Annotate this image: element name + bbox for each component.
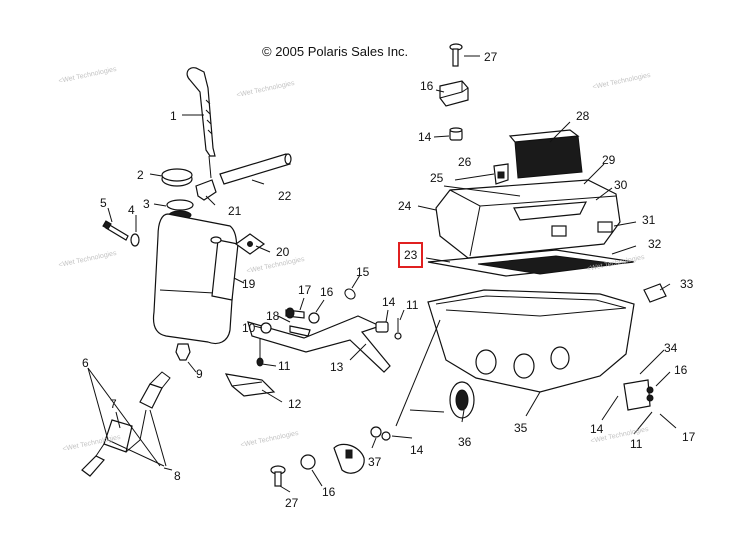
callout-15[interactable]: 15 bbox=[356, 265, 370, 279]
fastener-11-part bbox=[394, 318, 402, 340]
callout-18[interactable]: 18 bbox=[266, 309, 280, 323]
callout-14-right[interactable]: 14 bbox=[590, 422, 604, 436]
callout-37[interactable]: 37 bbox=[368, 455, 382, 469]
callout-22[interactable]: 22 bbox=[278, 189, 292, 203]
boot-36-part bbox=[449, 381, 475, 419]
callout-17-mid[interactable]: 17 bbox=[298, 283, 312, 297]
latch-33-part bbox=[643, 283, 667, 303]
callout-23-highlighted[interactable]: 23 bbox=[398, 242, 424, 268]
callout-16-mid[interactable]: 16 bbox=[320, 285, 334, 299]
callout-16-right[interactable]: 16 bbox=[674, 363, 688, 377]
bracket-20-part bbox=[234, 233, 266, 255]
drain-assembly-6-7-8-part bbox=[81, 371, 171, 477]
callout-16-top[interactable]: 16 bbox=[420, 79, 434, 93]
fitting-21-part bbox=[195, 179, 217, 201]
callout-33[interactable]: 33 bbox=[680, 277, 694, 291]
callout-17-right[interactable]: 17 bbox=[682, 430, 696, 444]
callout-10[interactable]: 10 bbox=[242, 321, 256, 335]
bracket-13-part bbox=[247, 315, 391, 373]
callout-1[interactable]: 1 bbox=[170, 109, 177, 123]
callout-6[interactable]: 6 bbox=[82, 356, 89, 370]
callout-5[interactable]: 5 bbox=[100, 196, 107, 210]
drain-9-part bbox=[175, 343, 191, 361]
bolts-17-16-18-part bbox=[285, 307, 320, 337]
callout-27-bottom[interactable]: 27 bbox=[285, 496, 299, 510]
callout-9[interactable]: 9 bbox=[196, 367, 203, 381]
callout-11-right[interactable]: 11 bbox=[630, 437, 643, 451]
callout-30[interactable]: 30 bbox=[614, 178, 628, 192]
bracket-34-part bbox=[623, 379, 654, 411]
callout-14-top[interactable]: 14 bbox=[418, 130, 432, 144]
callout-16-bottom[interactable]: 16 bbox=[322, 485, 336, 499]
callout-36[interactable]: 36 bbox=[458, 435, 472, 449]
bottom-screw-27-16-part bbox=[270, 443, 365, 487]
callout-8[interactable]: 8 bbox=[174, 469, 181, 483]
callout-32[interactable]: 32 bbox=[648, 237, 662, 251]
callout-29[interactable]: 29 bbox=[602, 153, 616, 167]
callout-26[interactable]: 26 bbox=[458, 155, 472, 169]
callout-28[interactable]: 28 bbox=[576, 109, 590, 123]
vent-hose-1-part bbox=[186, 67, 216, 179]
copyright-notice: © 2005 Polaris Sales Inc. bbox=[262, 44, 409, 59]
fastener-37-part bbox=[370, 426, 391, 441]
airbox-base-35-part bbox=[427, 289, 635, 393]
callout-20[interactable]: 20 bbox=[276, 245, 290, 259]
callout-12[interactable]: 12 bbox=[288, 397, 302, 411]
grommet-14-top-part bbox=[449, 127, 463, 141]
callout-31[interactable]: 31 bbox=[642, 213, 656, 227]
callout-19[interactable]: 19 bbox=[242, 277, 256, 291]
callout-35[interactable]: 35 bbox=[514, 421, 528, 435]
callout-25[interactable]: 25 bbox=[430, 171, 444, 185]
callout-4[interactable]: 4 bbox=[128, 203, 135, 217]
callout-27-top[interactable]: 27 bbox=[484, 50, 498, 64]
callout-21[interactable]: 21 bbox=[228, 204, 242, 218]
clip-16-top-part bbox=[439, 80, 469, 107]
screw-27-top-part bbox=[449, 43, 463, 67]
cap-2-part bbox=[161, 168, 193, 187]
air-filter-32-part bbox=[427, 249, 635, 277]
callout-2[interactable]: 2 bbox=[137, 168, 144, 182]
callout-11-mid[interactable]: 11 bbox=[406, 298, 419, 312]
clip-15-part bbox=[344, 288, 356, 300]
callout-14-bottom[interactable]: 14 bbox=[410, 443, 424, 457]
reservoir-tank-19-part bbox=[152, 213, 239, 345]
foam-filter-28-part bbox=[508, 129, 583, 179]
callout-13[interactable]: 13 bbox=[330, 360, 344, 374]
callout-11-left[interactable]: 11 bbox=[278, 359, 291, 373]
hose-22-part bbox=[219, 153, 292, 185]
bolt-5-washer-4-part bbox=[102, 220, 140, 247]
callout-7[interactable]: 7 bbox=[110, 397, 117, 411]
callout-24[interactable]: 24 bbox=[398, 199, 412, 213]
sensor-26-part bbox=[493, 163, 509, 185]
callout-14-mid[interactable]: 14 bbox=[382, 295, 396, 309]
airbox-lid-24-part bbox=[435, 179, 621, 259]
callout-34[interactable]: 34 bbox=[664, 341, 678, 355]
callout-3[interactable]: 3 bbox=[143, 197, 150, 211]
leader-lines bbox=[87, 55, 677, 493]
